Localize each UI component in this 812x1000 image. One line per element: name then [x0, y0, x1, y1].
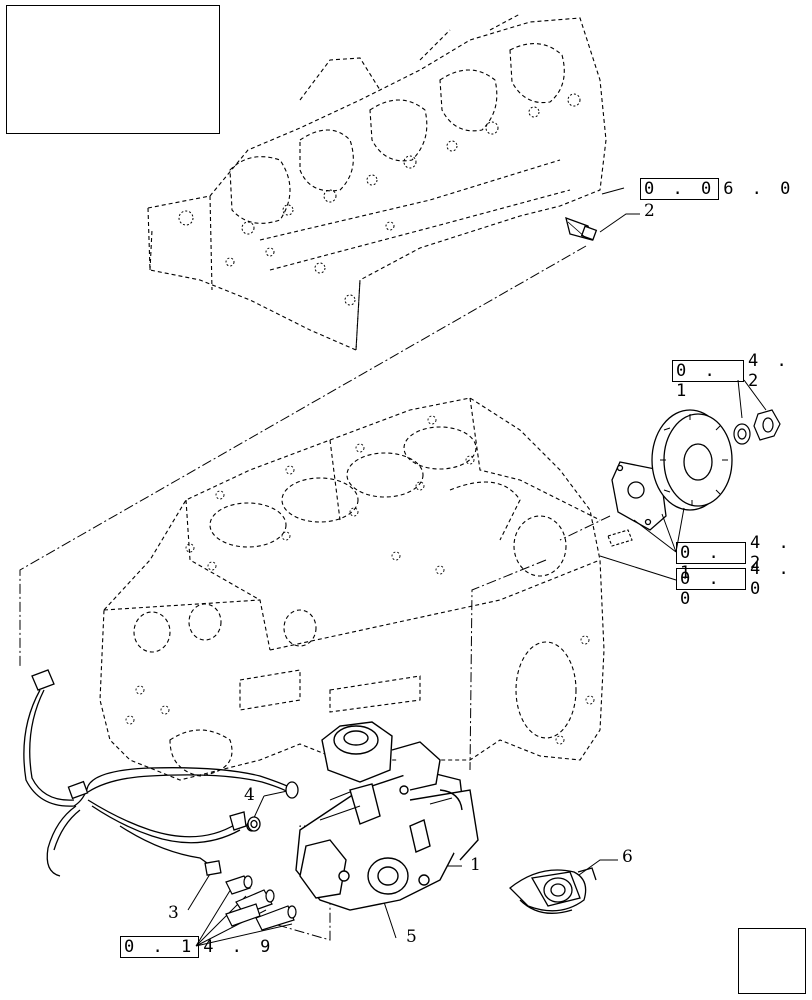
reference-suffix: 6 . 0: [723, 179, 795, 199]
reference-label[interactable]: 0 . 0 6 . 0: [640, 178, 794, 200]
reference-label[interactable]: 0 . 1 4 . 9: [120, 936, 274, 958]
callout-4: 4: [244, 785, 255, 805]
reference-suffix: 4 . 9: [203, 937, 275, 957]
temperature-sensor-part-2: [565, 216, 598, 241]
gear-nut-and-washer: [733, 409, 781, 445]
reference-box: 0 . 1: [120, 936, 200, 958]
callout-2: 2: [644, 201, 655, 221]
callout-6: 6: [622, 847, 633, 867]
reference-label[interactable]: 0 . 0 4 . 0: [676, 559, 812, 609]
callout-5: 5: [406, 927, 417, 947]
reference-label[interactable]: 0 . 1 4 . 2: [676, 533, 812, 583]
callout-3: 3: [168, 903, 179, 923]
injector-fittings: [225, 875, 297, 931]
reference-suffix: 4 . 2: [750, 533, 793, 573]
reference-box: 0 . 1: [672, 360, 744, 401]
callout-1: 1: [470, 855, 481, 875]
engine-block-bolt-holes: [125, 415, 595, 745]
cylinder-head-outline: [147, 13, 607, 351]
reference-suffix: 4 . 0: [750, 559, 793, 599]
reference-box: 0 . 0: [640, 178, 720, 200]
reference-box: 0 . 1: [676, 542, 746, 583]
reference-box: 0 . 0: [676, 568, 746, 609]
next-page-button[interactable]: [738, 928, 806, 994]
reference-label[interactable]: 0 . 1 4 . 2: [672, 351, 812, 401]
pump-drive-gear: [651, 409, 733, 511]
gear-cover-key: [607, 529, 633, 547]
cylinder-head-bolt-holes: [178, 93, 581, 306]
seal-ring-part-4: [247, 816, 261, 832]
solenoid-part-6: [509, 867, 597, 914]
leader-lines: [187, 187, 767, 947]
engine-thumbnail-frame: [6, 5, 220, 134]
reference-suffix: 4 . 2: [748, 351, 791, 391]
engine-block-outline: [99, 397, 605, 781]
harness-connectors: [31, 669, 299, 876]
gear-cover-gasket: [611, 461, 667, 531]
wiring-harness-part-3: [23, 689, 295, 877]
injection-pump-part-1: [295, 721, 479, 911]
